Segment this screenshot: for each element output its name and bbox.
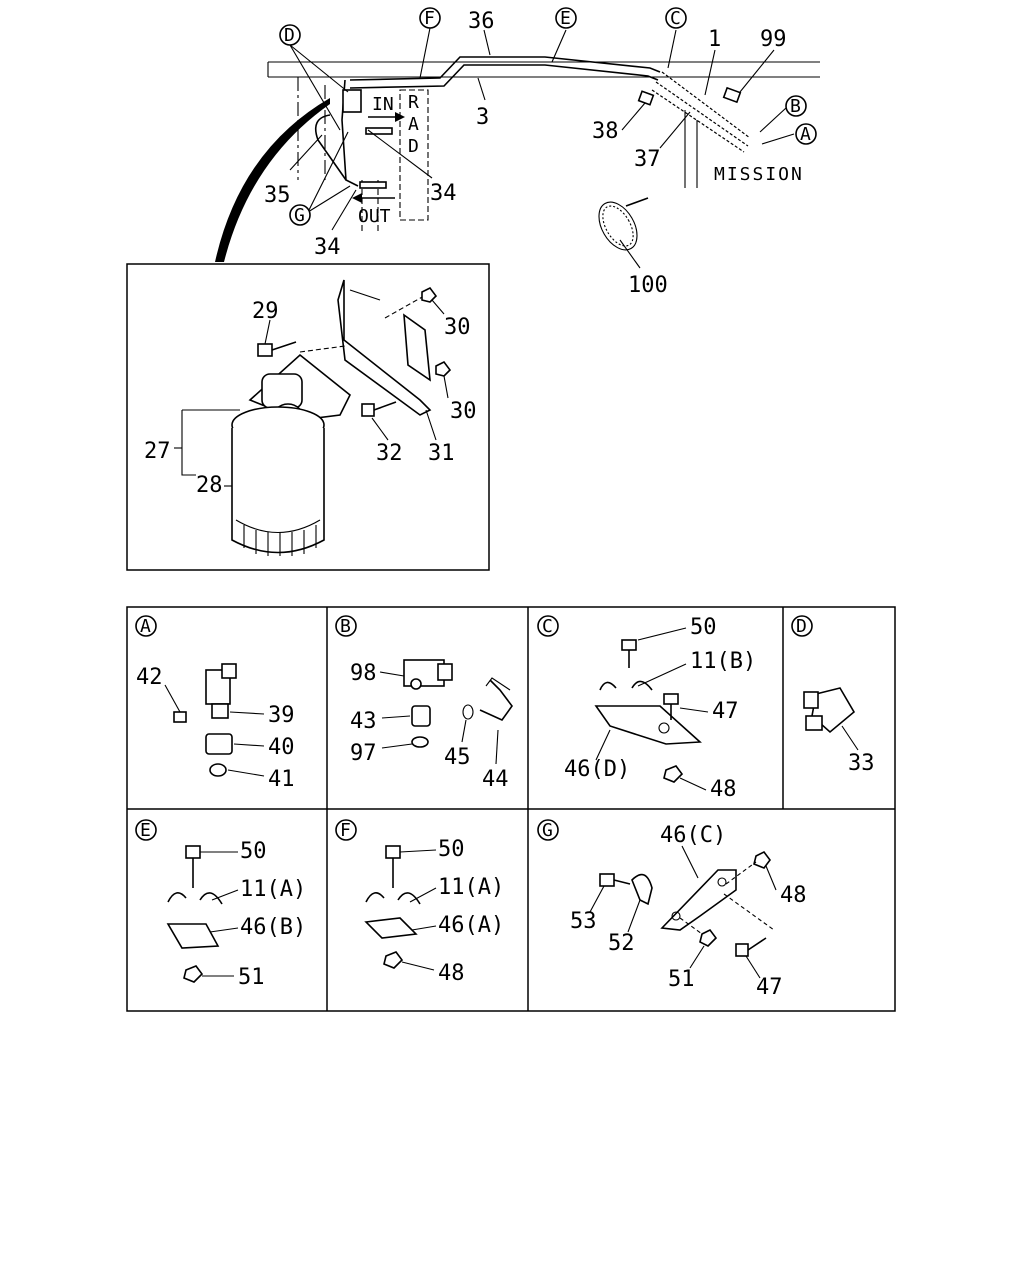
detail-box-g: G 46(C) 48 53 52 51 47	[537, 819, 807, 1000]
box-c-part-47: 47	[712, 699, 739, 724]
box-c-part-50: 50	[690, 615, 717, 640]
mission-label: MISSION	[714, 164, 804, 185]
label-3: 3	[476, 105, 489, 130]
callout-D: D	[279, 24, 301, 46]
callout-F: F	[419, 7, 441, 29]
detail-grid	[126, 606, 896, 1012]
svg-text:E: E	[140, 820, 151, 841]
label-31: 31	[428, 441, 455, 466]
box-b-part-97: 97	[350, 741, 377, 766]
detail-box-a: A 42 39 40 41	[135, 615, 295, 792]
box-a-part-40: 40	[268, 735, 295, 760]
box-c-part-11b: 11(B)	[690, 649, 756, 674]
label-37: 37	[634, 147, 661, 172]
label-35: 35	[264, 183, 291, 208]
box-g-part-53: 53	[570, 909, 597, 934]
svg-text:D: D	[796, 616, 807, 637]
box-e-part-50: 50	[240, 839, 267, 864]
label-38: 38	[592, 119, 619, 144]
filter-inset: 29 30 30 27 28 32 31	[126, 263, 490, 571]
callout-G: G	[289, 204, 311, 226]
label-99: 99	[760, 27, 787, 52]
box-g-part-51: 51	[668, 967, 695, 992]
label-34-upper: 34	[430, 181, 457, 206]
label-30-upper: 30	[444, 315, 471, 340]
svg-text:A: A	[140, 616, 151, 637]
box-b-part-98: 98	[350, 661, 377, 686]
detail-box-d: D 33	[791, 615, 875, 776]
callout-E: E	[555, 7, 577, 29]
box-f-part-11a: 11(A)	[438, 875, 504, 900]
svg-text:C: C	[542, 616, 553, 637]
label-30-lower: 30	[450, 399, 477, 424]
box-f-part-46a: 46(A)	[438, 913, 504, 938]
box-a-part-39: 39	[268, 703, 295, 728]
svg-text:B: B	[340, 616, 351, 637]
rad-letter-r: R	[408, 92, 419, 113]
svg-text:F: F	[340, 820, 351, 841]
svg-text:B: B	[790, 96, 801, 117]
box-e-part-51: 51	[238, 965, 265, 990]
label-28: 28	[196, 473, 223, 498]
box-a-part-42: 42	[136, 665, 163, 690]
box-b-part-45: 45	[444, 745, 471, 770]
box-g-part-47: 47	[756, 975, 783, 1000]
callout-B: B	[785, 95, 807, 117]
main-view: D F E C B A G 36 1 99 3 38 37 35 34 34 1…	[215, 7, 820, 298]
detail-box-e: E 50 11(A) 46(B) 51	[135, 819, 306, 990]
rad-letter-a: A	[408, 114, 419, 135]
label-32: 32	[376, 441, 403, 466]
svg-text:A: A	[800, 124, 811, 145]
callout-A: A	[795, 123, 817, 145]
box-d-part-33: 33	[848, 751, 875, 776]
rad-letter-d: D	[408, 136, 419, 157]
detail-box-f: F 50 11(A) 46(A) 48	[335, 819, 504, 986]
box-f-part-48: 48	[438, 961, 465, 986]
box-a-part-41: 41	[268, 767, 295, 792]
label-1: 1	[708, 27, 721, 52]
svg-text:D: D	[284, 25, 295, 46]
svg-text:E: E	[560, 8, 571, 29]
box-g-part-48: 48	[780, 883, 807, 908]
box-b-part-44: 44	[482, 767, 509, 792]
svg-text:G: G	[542, 820, 553, 841]
label-36: 36	[468, 9, 495, 34]
in-label: IN	[372, 94, 394, 115]
box-e-part-11a: 11(A)	[240, 877, 306, 902]
svg-text:C: C	[670, 8, 681, 29]
box-b-part-43: 43	[350, 709, 377, 734]
label-100: 100	[628, 273, 668, 298]
out-label: OUT	[358, 206, 391, 227]
box-g-part-46c: 46(C)	[660, 823, 726, 848]
label-34-lower: 34	[314, 235, 341, 260]
box-c-part-48: 48	[710, 777, 737, 802]
box-c-part-46d: 46(D)	[564, 757, 630, 782]
callout-C: C	[665, 7, 687, 29]
svg-text:G: G	[294, 205, 305, 226]
detail-box-b: B 98 43 97 45 44	[335, 615, 513, 792]
svg-text:F: F	[424, 8, 435, 29]
box-g-part-52: 52	[608, 931, 635, 956]
box-e-part-46b: 46(B)	[240, 915, 306, 940]
label-27: 27	[144, 439, 171, 464]
box-f-part-50: 50	[438, 837, 465, 862]
detail-box-c: C 50 11(B) 47 46(D) 48	[537, 615, 756, 802]
label-29: 29	[252, 299, 279, 324]
